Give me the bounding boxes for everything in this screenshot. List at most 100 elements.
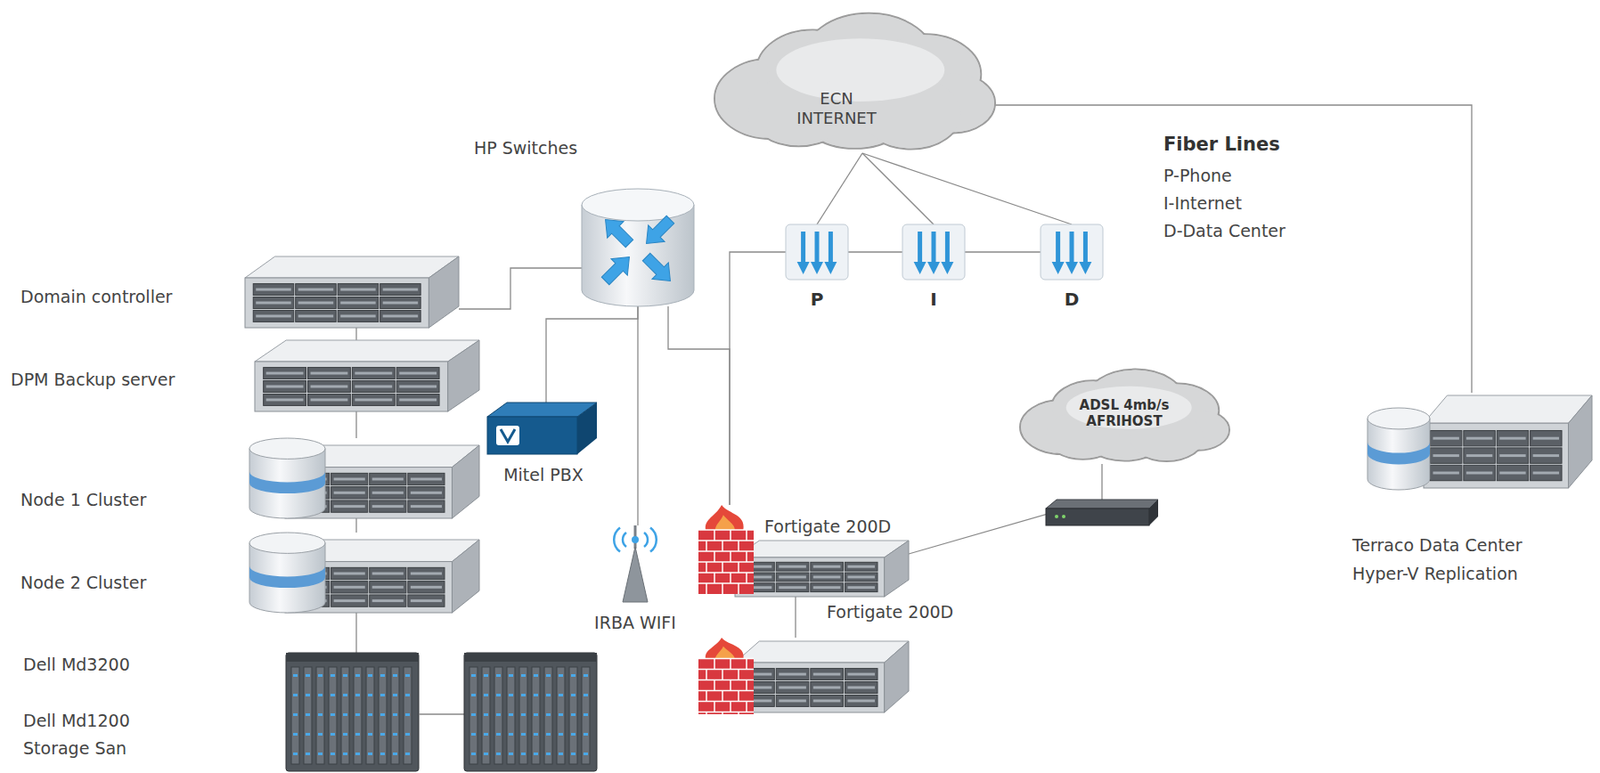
drive-bay bbox=[1530, 448, 1562, 464]
drive-bay bbox=[1496, 430, 1528, 446]
drive-bay bbox=[369, 473, 407, 485]
mortar bbox=[698, 658, 754, 661]
drive-bay bbox=[775, 694, 809, 707]
port-led bbox=[330, 674, 335, 678]
port-led bbox=[571, 733, 576, 736]
drive-slot bbox=[298, 288, 334, 292]
port-led bbox=[471, 752, 476, 756]
device-icon bbox=[581, 188, 694, 307]
mortar bbox=[737, 540, 740, 552]
mortar bbox=[729, 680, 732, 692]
mortar bbox=[745, 702, 748, 713]
connector-line bbox=[355, 327, 357, 341]
device-shape bbox=[581, 188, 694, 307]
drive-bay bbox=[1463, 448, 1495, 464]
connector-line bbox=[862, 153, 1072, 225]
drive-bay bbox=[396, 393, 440, 406]
server-side bbox=[884, 641, 909, 713]
port-led bbox=[405, 693, 410, 697]
device-shape bbox=[902, 224, 965, 280]
port-led bbox=[583, 713, 588, 717]
server-side bbox=[448, 340, 480, 412]
server-front bbox=[1423, 423, 1569, 489]
port-led bbox=[558, 752, 564, 756]
server-front bbox=[734, 557, 885, 597]
device-label: Node 1 Cluster bbox=[20, 489, 147, 511]
drive-bay bbox=[408, 595, 445, 607]
port-led bbox=[521, 674, 526, 678]
device-shape bbox=[249, 532, 480, 613]
drive-bay bbox=[337, 310, 378, 322]
device-shape bbox=[244, 256, 459, 328]
drive-slot bbox=[813, 565, 841, 569]
drive-bay bbox=[1496, 448, 1528, 464]
device-shape bbox=[714, 9, 996, 154]
fiber-arrow-head bbox=[927, 261, 940, 275]
fiber-arrow-head bbox=[797, 261, 810, 275]
port-led bbox=[305, 693, 311, 697]
port-led bbox=[392, 674, 398, 678]
mortar bbox=[705, 540, 708, 552]
chassis-slot bbox=[316, 667, 325, 765]
drive-bay bbox=[331, 487, 368, 499]
port-led bbox=[583, 733, 588, 736]
port-led bbox=[571, 674, 576, 678]
modem-front bbox=[1045, 508, 1150, 526]
switch-arrow bbox=[637, 211, 678, 252]
modem-side bbox=[1149, 499, 1159, 526]
mortar bbox=[737, 669, 740, 681]
signal-wave bbox=[644, 532, 648, 547]
port-led bbox=[546, 752, 551, 756]
device-label: D bbox=[1064, 288, 1080, 311]
server-side bbox=[428, 256, 459, 328]
drive-slot bbox=[847, 575, 875, 579]
port-led bbox=[342, 713, 348, 717]
drive-slot bbox=[410, 586, 442, 589]
drive-slot bbox=[255, 314, 291, 318]
fiber-arrow-shaft bbox=[917, 231, 923, 264]
cluster-node: Node 2 Cluster bbox=[20, 532, 480, 613]
drive-slot bbox=[334, 571, 366, 575]
mortar bbox=[729, 702, 732, 713]
connector-line bbox=[355, 518, 357, 533]
device-label: HP Switches bbox=[473, 138, 578, 159]
chassis-slot bbox=[581, 667, 590, 765]
device-icon bbox=[254, 340, 480, 412]
mortar bbox=[721, 691, 724, 703]
drive-slot bbox=[310, 372, 349, 376]
port-led bbox=[305, 733, 311, 736]
port-led bbox=[471, 733, 476, 736]
drive-slot bbox=[410, 571, 442, 575]
mortar bbox=[721, 669, 724, 681]
fiber-box bbox=[902, 224, 965, 280]
chassis-slot bbox=[469, 667, 478, 765]
mortar bbox=[698, 701, 754, 703]
pbx-front bbox=[487, 416, 578, 455]
drive-slot bbox=[813, 575, 841, 579]
mortar bbox=[705, 712, 708, 715]
drive-slot bbox=[372, 599, 404, 603]
drive-bay bbox=[844, 669, 878, 681]
port-led bbox=[471, 713, 476, 717]
device-label: Node 2 Cluster bbox=[20, 572, 147, 594]
db-band bbox=[1367, 442, 1430, 466]
drive-bay bbox=[308, 367, 352, 380]
connector-line bbox=[636, 306, 638, 526]
port-led bbox=[405, 752, 410, 756]
drive-bay bbox=[775, 583, 809, 593]
device-shape bbox=[285, 653, 597, 772]
drive-slot bbox=[813, 586, 841, 589]
drive-slot bbox=[813, 699, 841, 703]
port-led bbox=[546, 713, 551, 717]
port-led bbox=[483, 752, 489, 756]
drive-bay bbox=[1430, 430, 1462, 446]
device-label: I bbox=[930, 288, 937, 311]
connector-line bbox=[794, 596, 796, 638]
fiber-arrow-head bbox=[914, 261, 927, 275]
device-shape bbox=[1367, 392, 1592, 490]
drive-slot bbox=[266, 372, 304, 376]
drive-slot bbox=[847, 565, 875, 569]
drive-slot bbox=[310, 385, 349, 389]
port-led bbox=[533, 713, 539, 717]
